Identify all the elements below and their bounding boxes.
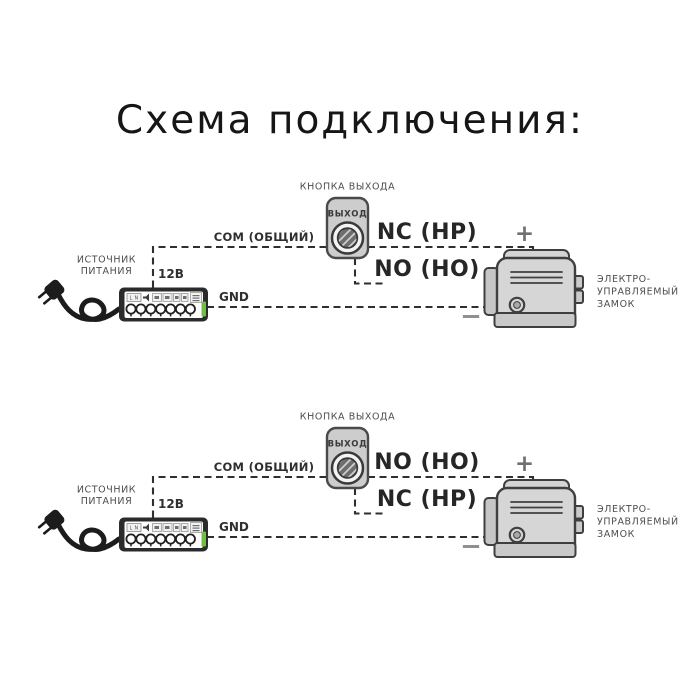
exit-button-caption: КНОПКА ВЫХОДА [300,412,395,423]
stub-contact-label: NO (НО) [374,257,480,282]
exit-button-face-label: ВЫХОД [328,440,368,450]
main-contact-label: NC (НР) [377,220,477,245]
lock-label-line1: ЭЛЕКТРО- [597,274,651,285]
lock-label-line1: ЭЛЕКТРО- [597,504,651,515]
wire-label-gnd: GND [219,290,249,304]
polarity-plus: + [515,451,534,477]
lock-label-line2: УПРАВЛЯЕМЫЙ [597,286,679,298]
wire-label-gnd: GND [219,520,249,534]
main-contact-label: NO (НО) [374,450,480,475]
polarity-minus: − [460,302,482,332]
lock-label-line3: ЗАМОК [597,299,635,310]
wire-label-12v: 12В [158,497,184,511]
polarity-plus: + [515,221,534,247]
wiring-diagram-no: ИСТОЧНИК ПИТАНИЯ 12В COM (ОБЩИЙ) GND КНО… [0,412,679,562]
stub-contact-label: NC (НР) [377,487,477,512]
lock-label-line2: УПРАВЛЯЕМЫЙ [597,516,679,528]
power-source-label-line2: ПИТАНИЯ [81,266,133,277]
wire-label-12v: 12В [158,267,184,281]
lock-label-line3: ЗАМОК [597,529,635,540]
power-source-label-line1: ИСТОЧНИК [77,255,136,266]
power-source-label-line2: ПИТАНИЯ [81,496,133,507]
wiring-diagram-nc: L N [0,182,679,332]
wire-label-com: COM (ОБЩИЙ) [214,459,315,474]
power-source-label-line1: ИСТОЧНИК [77,485,136,496]
exit-button-caption: КНОПКА ВЫХОДА [300,182,395,193]
exit-button-face-label: ВЫХОД [328,210,368,220]
polarity-minus: − [460,532,482,562]
wire-label-com: COM (ОБЩИЙ) [214,229,315,244]
page-title: Схема подключения: [115,98,585,143]
